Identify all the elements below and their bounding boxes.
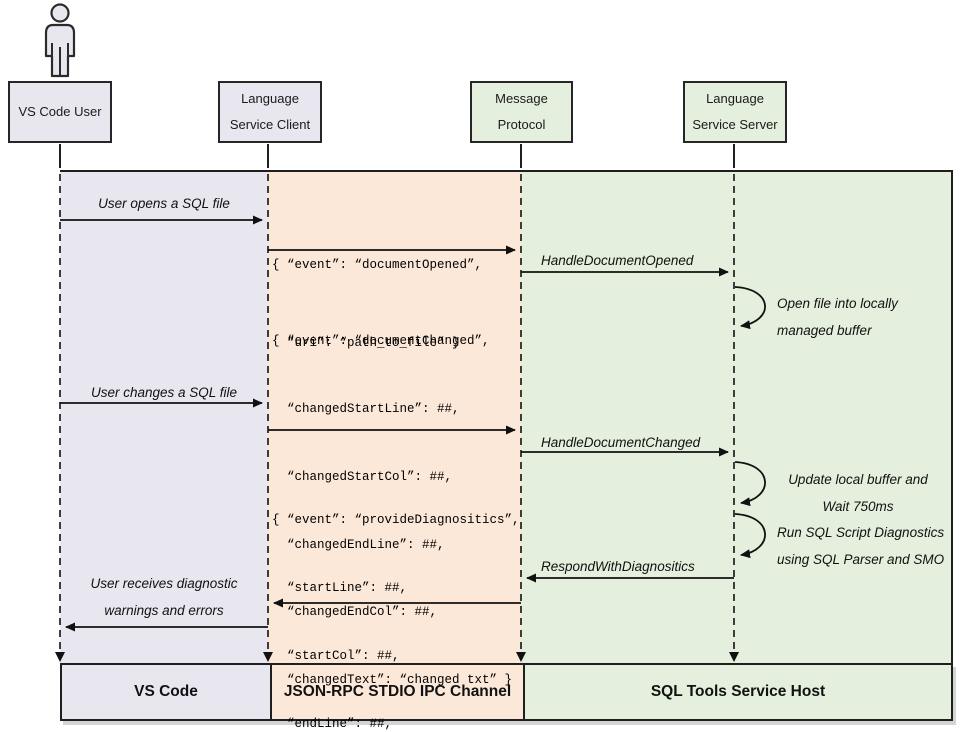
- actor-label: Protocol: [497, 117, 546, 132]
- label-user-receives-line1: User receives diagnostic: [90, 576, 238, 591]
- label-user-changes: User changes a SQL file: [90, 385, 238, 400]
- lane-ipc-channel: [268, 172, 521, 663]
- actor-box-vscode-user: VS Code User: [8, 81, 112, 143]
- json-line: { “event”: “documentOpened”,: [272, 258, 483, 272]
- actor-label: Language: [706, 91, 764, 106]
- json-line: “changedStartCol”: ##,: [272, 469, 453, 484]
- lane-service-host: [521, 172, 951, 663]
- note-update-buffer-line1: Update local buffer and: [788, 472, 928, 487]
- label-handle-document-changed: HandleDocumentChanged: [541, 435, 701, 450]
- band-ipc-channel: JSON-RPC STDIO IPC Channel: [270, 665, 523, 719]
- label-user-opens: User opens a SQL file: [98, 196, 230, 211]
- band-label: SQL Tools Service Host: [650, 683, 826, 700]
- json-document-changed: { “event”: “documentChanged”, “changedSt…: [272, 285, 512, 732]
- actor-label: Service Server: [692, 117, 778, 132]
- actor-box-language-service-server: Language Service Server: [683, 81, 787, 143]
- json-provide-diagnostics: { “event”: “provideDiagnositics”, “start…: [272, 464, 520, 732]
- json-line: “endLine”: ##,: [272, 716, 393, 731]
- note-run-diagnostics-line1: Run SQL Script Diagnostics: [777, 525, 945, 540]
- actor-label: Service Client: [229, 117, 311, 132]
- actor-box-message-protocol: Message Protocol: [470, 81, 573, 143]
- label-user-receives-line2: warnings and errors: [104, 603, 224, 618]
- json-line: { “event”: “provideDiagnositics”,: [272, 513, 520, 528]
- actor-box-language-service-client: Language Service Client: [218, 81, 322, 143]
- lane-vscode: [60, 172, 268, 663]
- json-line: “changedEndCol”: ##,: [272, 605, 438, 620]
- band-service-host: SQL Tools Service Host: [523, 665, 951, 719]
- actor-label: Language: [241, 91, 299, 106]
- json-line: “uri”: “path_to_file” }: [272, 336, 460, 350]
- note-open-file-line1: Open file into locally: [777, 296, 898, 311]
- actor-label: VS Code User: [18, 104, 102, 119]
- json-document-opened: { “event”: “documentOpened”, “uri”: “pat…: [272, 200, 482, 408]
- json-line: “startLine”: ##,: [272, 580, 408, 595]
- band-vscode: VS Code: [62, 665, 270, 719]
- bottom-band: VS Code JSON-RPC STDIO IPC Channel SQL T…: [60, 663, 953, 721]
- json-line: “startCol”: ##,: [272, 648, 400, 663]
- swimlane-area: [60, 170, 953, 663]
- actor-label: Message: [495, 91, 548, 106]
- json-line: “changedStartLine”: ##,: [272, 401, 460, 416]
- json-line: “changedEndLine”: ##,: [272, 537, 445, 552]
- json-line: “changedText”: “changed txt” }: [272, 673, 513, 688]
- lifeline-stubs: [59, 144, 735, 168]
- band-label: VS Code: [134, 683, 198, 700]
- note-run-diagnostics-line2: using SQL Parser and SMO: [777, 552, 945, 567]
- band-label: JSON-RPC STDIO IPC Channel: [283, 683, 512, 700]
- label-handle-document-opened: HandleDocumentOpened: [541, 253, 694, 268]
- note-open-file-line2: managed buffer: [777, 323, 872, 338]
- note-update-buffer-line2: Wait 750ms: [822, 499, 894, 514]
- label-respond-with-diagnostics: RespondWithDiagnositics: [541, 559, 695, 574]
- json-line: { “event”: “documentChanged”,: [272, 334, 490, 349]
